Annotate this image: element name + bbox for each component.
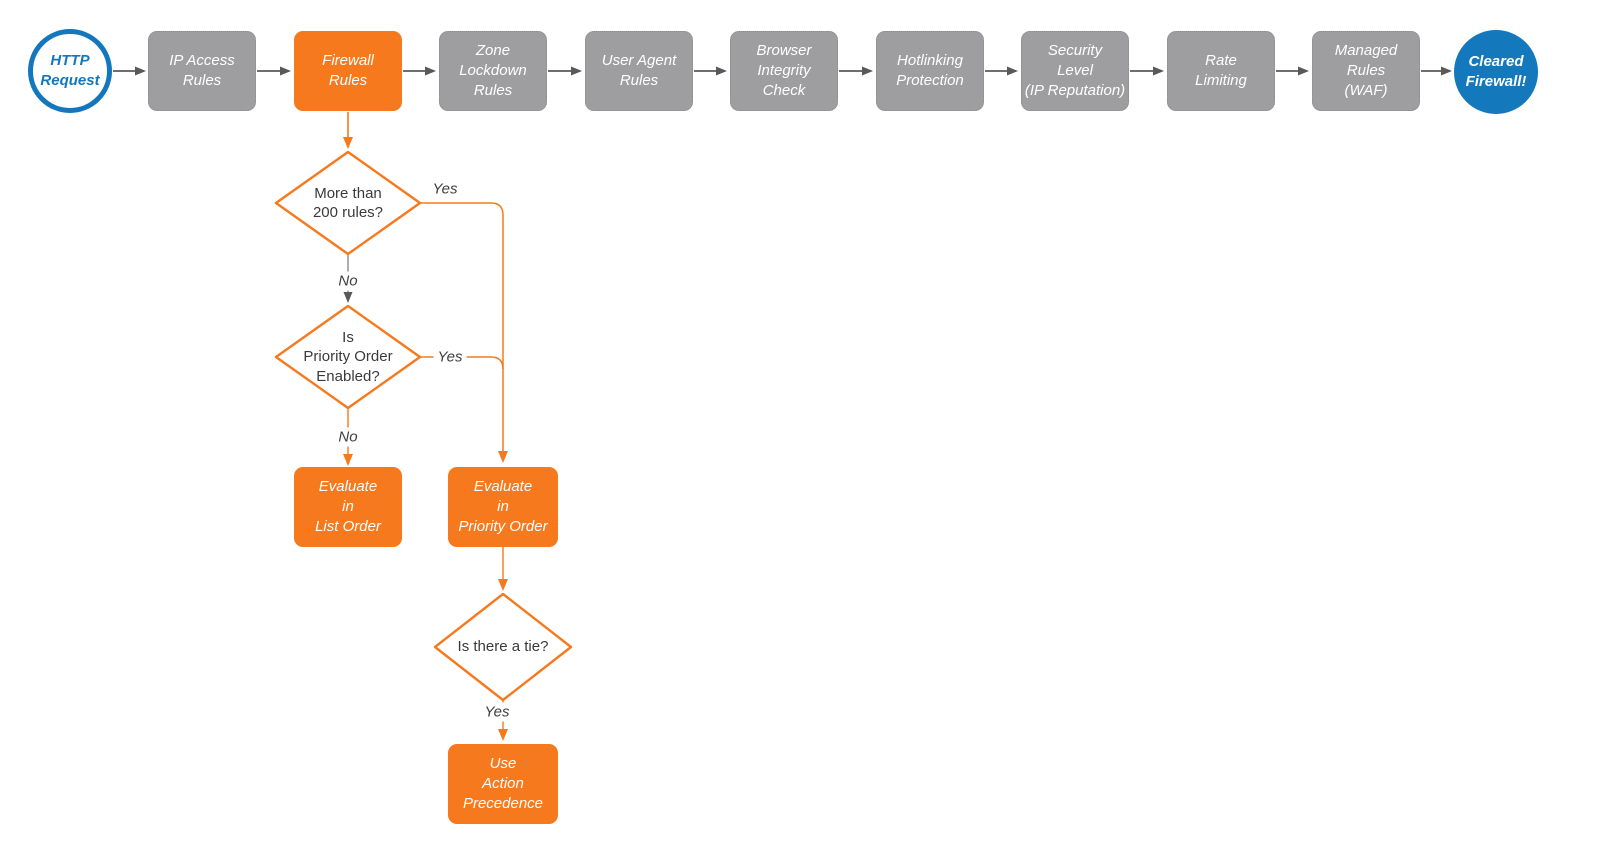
step-hotlinking-protection: Hotlinking Protection (876, 31, 984, 111)
step-zone-lockdown-rules-label: Zone Lockdown Rules (459, 42, 527, 99)
edge-label-yes-priority: Yes (433, 347, 467, 367)
node-http-request-label: HTTP Request (40, 52, 100, 89)
step-rate-limiting: Rate Limiting (1167, 31, 1275, 111)
node-use-action-precedence: Use Action Precedence (448, 744, 558, 824)
step-zone-lockdown-rules: Zone Lockdown Rules (439, 31, 547, 111)
edge-label-yes-rules: Yes (432, 180, 458, 198)
edge-label-yes-tie: Yes (480, 702, 514, 722)
step-rate-limiting-label: Rate Limiting (1195, 52, 1247, 89)
step-managed-rules-waf: Managed Rules (WAF) (1312, 31, 1420, 111)
node-evaluate-in-list-order: Evaluate in List Order (294, 467, 402, 547)
step-hotlinking-protection-label: Hotlinking Protection (896, 52, 964, 89)
node-evaluate-in-priority-order: Evaluate in Priority Order (448, 467, 558, 547)
step-ip-access-rules-label: IP Access Rules (169, 52, 235, 89)
decision-more-than-200-rules: More than 200 rules? (312, 184, 384, 222)
edge-label-no-rules: No (334, 271, 362, 291)
node-use-action-precedence-label: Use Action Precedence (462, 755, 544, 812)
node-http-request: HTTP Request (28, 29, 112, 113)
edge-label-no-priority: No (334, 427, 362, 447)
step-managed-rules-waf-label: Managed Rules (WAF) (1334, 42, 1398, 99)
step-browser-integrity-check: Browser Integrity Check (730, 31, 838, 111)
decision-is-there-a-tie: Is there a tie? (457, 638, 549, 656)
node-evaluate-in-priority-order-label: Evaluate in Priority Order (458, 478, 548, 535)
step-user-agent-rules-label: User Agent Rules (601, 52, 677, 89)
step-firewall-rules: Firewall Rules (294, 31, 402, 111)
step-firewall-rules-label: Firewall Rules (322, 52, 374, 89)
decision-priority-order-enabled: Is Priority Order Enabled? (303, 328, 393, 385)
step-security-level-label: Security Level (IP Reputation) (1024, 42, 1126, 99)
step-ip-access-rules: IP Access Rules (148, 31, 256, 111)
node-evaluate-in-list-order-label: Evaluate in List Order (315, 478, 381, 535)
step-browser-integrity-check-label: Browser Integrity Check (756, 42, 812, 99)
step-security-level: Security Level (IP Reputation) (1021, 31, 1129, 111)
step-user-agent-rules: User Agent Rules (585, 31, 693, 111)
node-cleared-firewall-label: Cleared Firewall! (1465, 53, 1527, 90)
node-cleared-firewall: Cleared Firewall! (1454, 30, 1538, 114)
